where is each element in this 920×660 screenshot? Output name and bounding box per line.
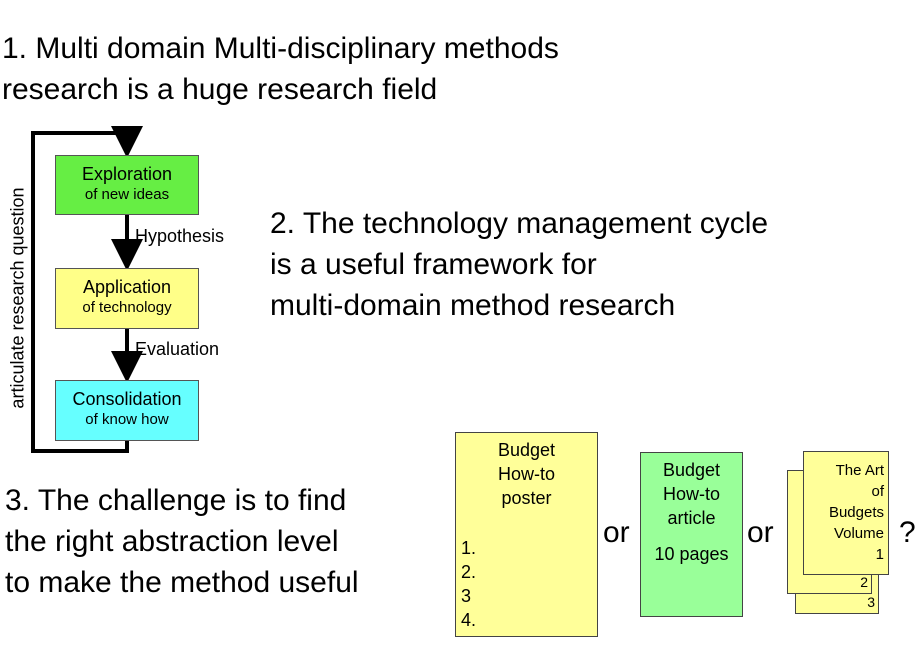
or-label-1: or <box>603 516 630 549</box>
application-title: Application <box>82 277 172 297</box>
book-title-line-2: of <box>871 483 884 500</box>
evaluation-label: Evaluation <box>135 339 220 359</box>
budget-poster-box: Budget How-to poster 1. 2. 3 4. <box>455 432 598 637</box>
poster-title-line-2: How-to <box>497 464 555 484</box>
poster-list-item: 2. <box>461 562 477 582</box>
point-3-text: 3. The challenge is to find the right ab… <box>5 480 359 603</box>
book-volume-1: The Art of Budgets Volume 1 <box>803 451 889 575</box>
point-2-line-2: is a useful framework for <box>270 248 597 281</box>
poster-list: 1. 2. 3 4. <box>461 536 476 632</box>
poster-list-item: 4. <box>461 610 477 630</box>
point-3-line-2: the right abstraction level <box>5 525 339 558</box>
exploration-subtitle: of new ideas <box>84 186 170 203</box>
consolidation-subtitle: of know how <box>85 411 169 428</box>
point-3-line-1: 3. The challenge is to find <box>5 484 347 517</box>
consolidation-title: Consolidation <box>72 389 182 409</box>
article-title-line-3: article <box>667 508 716 528</box>
consolidation-box: Consolidation of know how <box>55 380 199 441</box>
point-2-line-3: multi-domain method research <box>270 289 676 322</box>
question-mark: ? <box>899 516 916 549</box>
point-1-line-1: 1. Multi domain Multi-disciplinary metho… <box>2 32 559 65</box>
point-3-line-3: to make the method useful <box>5 566 359 599</box>
exploration-box: Exploration of new ideas <box>55 155 199 215</box>
point-2-line-1: 2. The technology management cycle <box>270 207 769 240</box>
book-title-line-1: The Art <box>835 462 884 479</box>
article-pages: 10 pages <box>654 544 729 564</box>
exploration-title: Exploration <box>81 164 173 184</box>
application-box: Application of technology <box>55 268 199 329</box>
poster-list-item: 3 <box>461 586 472 606</box>
application-subtitle: of technology <box>82 299 172 316</box>
point-2-text: 2. The technology management cycle is a … <box>270 203 768 326</box>
volume-3-number: 3 <box>867 594 875 610</box>
article-title-line-2: How-to <box>662 484 720 504</box>
articulate-research-question-label: articulate research question <box>7 187 28 409</box>
feedback-loop-arrow <box>31 126 143 453</box>
point-1-line-2: research is a huge research field <box>2 73 438 106</box>
hypothesis-label: Hypothesis <box>135 226 225 246</box>
poster-title-line-3: poster <box>501 488 552 508</box>
or-label-2: or <box>747 516 774 549</box>
poster-list-item: 1. <box>461 538 477 558</box>
book-title-line-5: 1 <box>875 546 884 563</box>
book-title-line-4: Volume <box>833 525 884 542</box>
volume-2-number: 2 <box>860 574 868 590</box>
article-title-line-1: Budget <box>662 460 721 480</box>
book-title-line-3: Budgets <box>828 504 884 521</box>
poster-title-line-1: Budget <box>497 440 556 460</box>
budget-article-box: Budget How-to article 10 pages <box>640 452 743 617</box>
point-1-text: 1. Multi domain Multi-disciplinary metho… <box>2 28 559 110</box>
